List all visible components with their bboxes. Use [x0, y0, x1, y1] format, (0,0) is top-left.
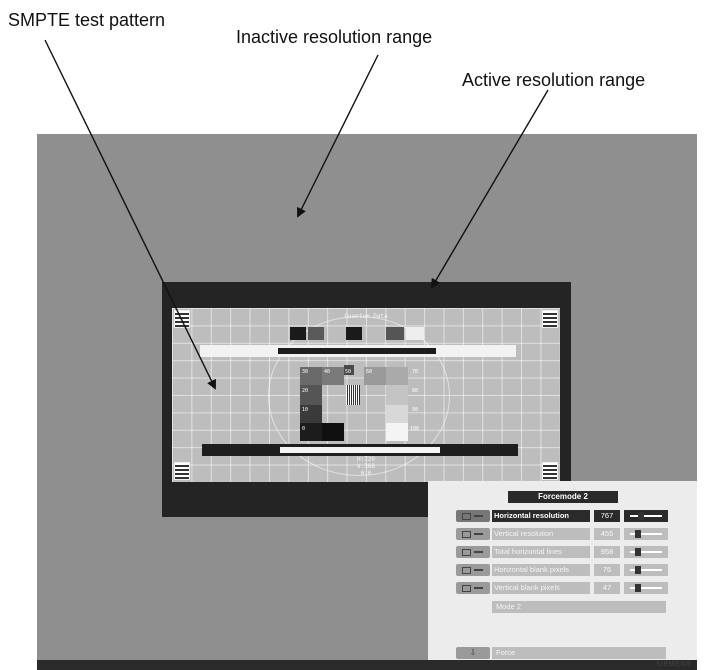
slider-knob[interactable] — [637, 512, 644, 520]
osd-row-value: 455 — [594, 528, 620, 540]
inactive-resolution-range-callout: Inactive resolution range — [236, 27, 433, 47]
gray-step — [322, 367, 344, 385]
osd-row-value: 47 — [594, 582, 620, 594]
smpte-test-pattern: Quantum Data 30 40 — [172, 308, 560, 482]
gray-label: 30 — [302, 369, 309, 375]
slider-knob[interactable] — [635, 566, 642, 574]
adjust-button[interactable] — [456, 510, 490, 522]
gray-label: 10 — [302, 407, 309, 413]
osd-row-label: Total horizontal lines — [492, 546, 590, 558]
corner-marker-top-left — [174, 310, 190, 328]
osd-row-value: 958 — [594, 546, 620, 558]
gray-step — [300, 367, 322, 385]
dark-band — [202, 444, 518, 456]
pattern-title: Quantum Data — [344, 313, 388, 320]
corner-marker-bottom-right — [542, 462, 558, 480]
slider-knob[interactable] — [635, 584, 642, 592]
active-resolution-range-callout: Active resolution range — [462, 70, 646, 90]
osd-row-label: Horizontal resolution — [492, 510, 590, 522]
resolution-readout: H:720 V:368 0:0 — [172, 456, 560, 477]
osd-slider[interactable] — [624, 564, 668, 576]
readout-extra: 0:0 — [360, 470, 372, 477]
adjust-button[interactable] — [456, 546, 490, 558]
slider-knob[interactable] — [635, 530, 642, 538]
color-block — [290, 327, 306, 340]
gray-step — [386, 385, 408, 405]
osd-row-value: 76 — [594, 564, 620, 576]
smpte-test-pattern-callout: SMPTE test pattern — [8, 10, 166, 30]
osd-row-label: Horizontal blank pixels — [492, 564, 590, 576]
osd-title: Forcemode 2 — [508, 491, 618, 503]
gray-label: 80 — [412, 388, 419, 394]
gray-step — [386, 405, 408, 423]
osd-mode-field[interactable]: Mode 2 — [492, 601, 666, 613]
adjust-button[interactable] — [456, 564, 490, 576]
gray-step — [344, 365, 354, 375]
osd-row-value: 767 — [594, 510, 620, 522]
color-block — [406, 327, 424, 340]
osd-slider[interactable] — [624, 528, 668, 540]
gray-step — [300, 423, 322, 441]
corner-marker-top-right — [542, 310, 558, 328]
gray-label: 70 — [412, 369, 419, 375]
slider-knob[interactable] — [635, 548, 642, 556]
color-block — [308, 327, 324, 340]
gray-step — [322, 423, 344, 441]
color-block — [346, 327, 362, 340]
gray-step — [300, 385, 322, 405]
osd-menu: Forcemode 2 Horizontal resolution 767 Ve… — [428, 481, 697, 670]
osd-row-label: Vertical resolution — [492, 528, 590, 540]
gray-label: 60 — [366, 369, 373, 375]
gray-label: 50 — [345, 369, 352, 375]
osd-slider[interactable] — [624, 546, 668, 558]
osd-force-label[interactable]: Force — [492, 647, 666, 659]
monitor-photo: Quantum Data 30 40 — [37, 134, 697, 670]
resolution-grating — [346, 385, 360, 405]
monitor-bezel-bottom — [37, 660, 697, 670]
brand-logo: SIEMENS — [655, 661, 691, 668]
osd-slider[interactable] — [624, 582, 668, 594]
gray-label: 100 — [410, 426, 420, 432]
gray-label: 90 — [412, 407, 419, 413]
readout-h: H:720 — [356, 456, 376, 463]
gray-label: 20 — [302, 388, 309, 394]
active-resolution-frame: Quantum Data 30 40 — [162, 282, 571, 517]
gray-step — [300, 405, 322, 423]
osd-slider[interactable] — [624, 510, 668, 522]
osd-row-label: Vertical blank pixels — [492, 582, 590, 594]
gray-step — [364, 367, 386, 385]
color-block — [386, 327, 404, 340]
corner-marker-bottom-left — [174, 462, 190, 480]
gray-label: 40 — [324, 369, 331, 375]
white-band — [200, 345, 516, 357]
gray-step — [386, 423, 408, 441]
adjust-button[interactable] — [456, 528, 490, 540]
gray-label: 0 — [302, 426, 306, 432]
readout-v: V:368 — [356, 463, 376, 470]
adjust-button[interactable] — [456, 582, 490, 594]
gray-step — [386, 367, 408, 385]
force-button[interactable]: ⇩ — [456, 647, 490, 659]
pattern-circle — [268, 316, 450, 476]
